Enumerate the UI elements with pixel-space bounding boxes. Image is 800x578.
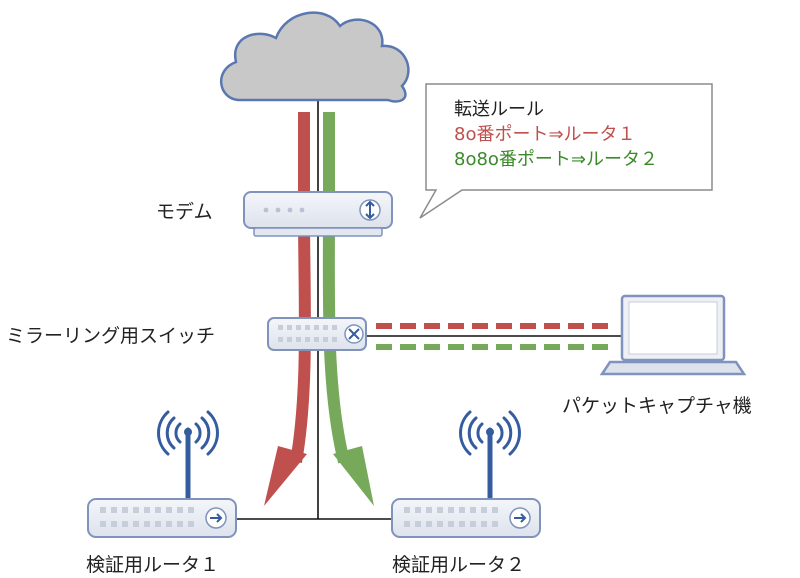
router2-antenna-icon (459, 410, 521, 503)
router2-label: 検証用ルータ２ (392, 554, 525, 576)
switch-port-icon (344, 324, 364, 344)
forwarding-rule-callout: 転送ルール 8o番ポート⇒ルータ１ 8o8o番ポート⇒ルータ２ (419, 83, 713, 219)
cloud-icon (219, 11, 410, 103)
router2-icon (391, 410, 541, 538)
callout-title: 転送ルール (454, 99, 544, 120)
callout-bubble (419, 83, 713, 219)
connection-lines (236, 95, 622, 520)
router1-port-icon (205, 507, 227, 529)
traffic-arrow-rule2 (322, 112, 374, 506)
mirror-switch-label: ミラーリング用スイッチ (6, 325, 215, 347)
router2-port-icon (509, 507, 531, 529)
router1-label: 検証用ルータ１ (86, 554, 219, 576)
router1-icon (87, 410, 237, 538)
laptop-icon (599, 294, 747, 376)
switch-icon (267, 317, 367, 351)
callout-rule2: 8o8o番ポート⇒ルータ２ (454, 149, 658, 170)
router1-antenna-icon (157, 410, 219, 503)
callout-rule1: 8o番ポート⇒ルータ１ (454, 124, 636, 145)
traffic-arrow-rule1 (264, 112, 311, 506)
capture-pc-label: パケットキャプチャ機 (562, 395, 752, 417)
modem-label: モデム (156, 201, 213, 223)
modem-port-icon (359, 199, 381, 221)
mirror-traffic (376, 323, 614, 350)
modem-icon (243, 191, 393, 237)
